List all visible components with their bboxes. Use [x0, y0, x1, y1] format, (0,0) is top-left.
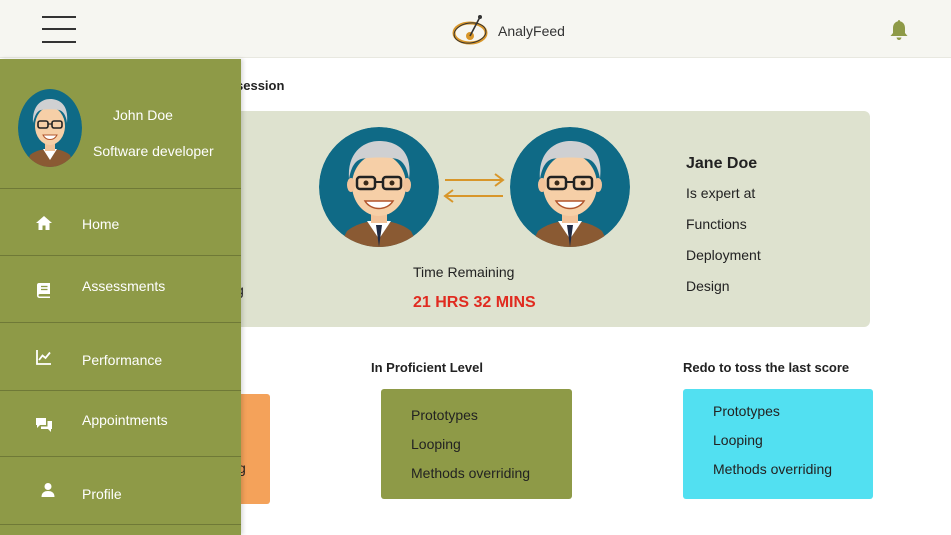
person-avatar-icon — [18, 89, 82, 167]
person-icon — [41, 483, 55, 497]
nav-item-appointments[interactable]: Appointments — [0, 391, 241, 457]
app-name: AnalyFeed — [498, 23, 565, 39]
mentor-skill: Deployment — [686, 247, 761, 263]
time-remaining-label: Time Remaining — [413, 264, 515, 280]
list-item: Looping — [411, 436, 461, 452]
menu-bar-line — [42, 16, 76, 18]
logo-icon — [452, 15, 488, 45]
section-title: session — [236, 78, 285, 93]
nav-label: Profile — [82, 486, 122, 502]
list-item: Looping — [713, 432, 763, 448]
nav-label: Performance — [82, 352, 163, 368]
mentor-skill: Functions — [686, 216, 747, 232]
time-remaining-value: 21 HRS 32 MINS — [413, 294, 536, 311]
nav-item-profile[interactable]: Profile — [0, 457, 241, 525]
redo-box: Prototypes Looping Methods overriding — [683, 389, 873, 499]
mentor-name: Jane Doe — [686, 155, 758, 172]
menu-button[interactable] — [42, 16, 76, 44]
nav-label: Assessments — [82, 278, 166, 294]
proficient-box: Prototypes Looping Methods overriding — [381, 389, 572, 499]
redo-title: Redo to toss the last score — [683, 360, 850, 375]
proficient-title: In Proficient Level — [371, 360, 483, 375]
nav-label: Home — [82, 216, 120, 232]
mentor-skill: Design — [686, 278, 730, 294]
top-bar: AnalyFeed — [0, 0, 951, 58]
person-avatar-icon — [319, 127, 439, 247]
nav-item-home[interactable]: Home — [0, 190, 241, 256]
chat-icon — [36, 418, 52, 432]
learner-avatar — [319, 127, 439, 247]
nav-item-performance[interactable]: Performance — [0, 323, 241, 391]
mentor-detail: Is expert at — [686, 185, 756, 201]
book-icon — [37, 283, 50, 298]
list-item: Prototypes — [713, 403, 780, 419]
mentor-avatar — [510, 127, 630, 247]
avatar — [18, 89, 82, 167]
user-role: Software developer — [93, 143, 214, 159]
swap-arrows-icon — [443, 173, 505, 203]
nav-item-assessments[interactable]: Assessments — [0, 256, 241, 323]
menu-bar-line — [42, 28, 76, 30]
home-icon — [36, 216, 52, 230]
nav-label: Appointments — [82, 412, 168, 428]
person-avatar-icon — [510, 127, 630, 247]
list-item: Methods overriding — [411, 465, 531, 481]
menu-bar-line — [42, 41, 76, 43]
app-logo[interactable]: AnalyFeed — [452, 14, 565, 48]
skill-box-text: g — [238, 460, 246, 476]
list-item: Prototypes — [411, 407, 478, 423]
mentor-info: Jane Doe Is expert at Functions Deployme… — [686, 155, 761, 307]
bell-icon[interactable] — [887, 18, 911, 42]
chart-icon — [36, 350, 51, 365]
drawer-profile[interactable]: John Doe Software developer — [0, 59, 241, 189]
user-name: John Doe — [113, 107, 173, 123]
side-drawer: John Doe Software developer Home Assessm… — [0, 59, 241, 535]
list-item: Methods overriding — [713, 461, 833, 477]
